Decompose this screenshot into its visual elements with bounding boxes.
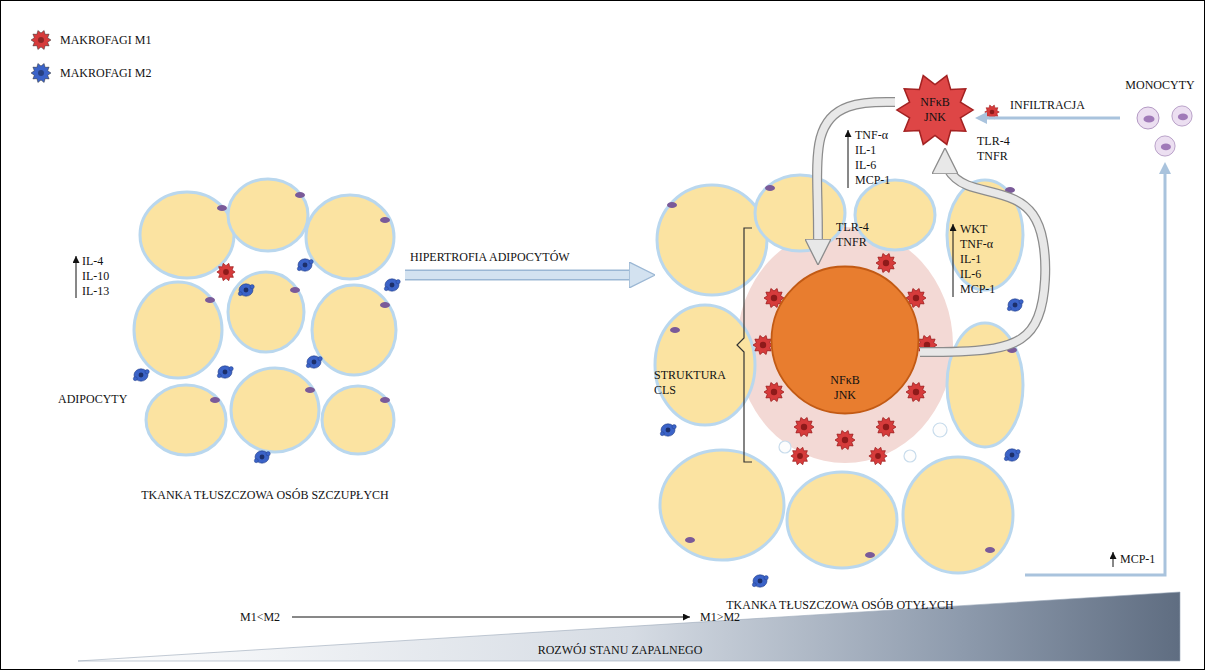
cell-label: MONOCYTY	[1120, 78, 1200, 93]
lean-adipocytes	[134, 179, 396, 455]
connector-line	[920, 162, 1045, 352]
increase-arrows	[76, 130, 1113, 567]
panel-heading: TKANKA TŁUSZCZOWA OSÓB SZCZUPŁYCH	[125, 488, 405, 503]
connector-outline	[405, 270, 641, 281]
monocyte-group: MONOCYTY	[1120, 78, 1200, 162]
connector	[405, 275, 641, 276]
cytokine-label: IL-13	[82, 284, 109, 299]
legend-swatch	[30, 62, 52, 84]
cytokine-label: TNF-α	[960, 237, 993, 252]
legend-entry: MAKROFAGI M2	[30, 62, 190, 86]
receptor-label: TNFR	[836, 235, 867, 250]
ratio-label: M1<M2	[240, 610, 280, 625]
pathway-label: NFκB JNK	[823, 373, 867, 403]
ratio-label: M1>M2	[700, 610, 740, 625]
pathway-label: NFκB JNK	[915, 95, 955, 125]
cytokine-label: IL-6	[855, 158, 876, 173]
connector-line	[1025, 168, 1165, 575]
dead-adipocyte: NFκB JNK	[770, 265, 920, 415]
macrophage-body	[897, 76, 973, 145]
cytokine-label: WKT	[960, 222, 987, 237]
lean-nuclei	[205, 192, 390, 403]
monocytes	[1137, 106, 1192, 156]
edge-label: INFILTRACJA	[1010, 98, 1085, 113]
connector	[1025, 168, 1165, 575]
cytokine-label: IL-1	[960, 252, 981, 267]
connector-line	[981, 117, 1120, 120]
receptor-label: TLR-4 TNFR	[977, 134, 1021, 164]
cytokine-label: MCP-1	[855, 173, 890, 188]
connector	[981, 118, 1120, 119]
lean-macrophages	[133, 259, 400, 463]
structure-label: STRUKTURA CLS	[654, 368, 730, 398]
receptor-label: TLR-4	[836, 220, 869, 235]
cls-bracket	[737, 228, 752, 462]
obese-tissue	[655, 175, 1023, 587]
connector	[920, 162, 1045, 352]
connector-line	[405, 271, 641, 279]
cytokine-label: IL-1	[855, 143, 876, 158]
adipocyte-body	[772, 267, 919, 414]
connector	[817, 102, 895, 251]
cytokine-label: MCP-1	[960, 282, 995, 297]
m1-macrophage: NFκB JNKTLR-4 TNFR	[895, 72, 975, 148]
legend-text: MAKROFAGI M1	[60, 33, 151, 48]
edge-label: MCP-1	[1120, 552, 1155, 567]
cell-label: ADIPOCYTY	[58, 392, 127, 407]
cytokine-label: TNF-α	[855, 128, 888, 143]
cytokine-label: IL-10	[82, 269, 109, 284]
cytokine-label: IL-6	[960, 267, 981, 282]
inflammation-scale	[78, 592, 1180, 661]
legend-text: MAKROFAGI M2	[60, 66, 151, 81]
legend-entry: MAKROFAGI M1	[30, 29, 190, 53]
connector-outline	[920, 162, 1045, 352]
scale-label: ROZWÓJ STANU ZAPALNEGO	[538, 643, 703, 658]
legend-swatch	[30, 29, 52, 51]
connector-line	[817, 102, 895, 251]
tissue-panel: TKANKA TŁUSZCZOWA OSÓB SZCZUPŁYCH	[125, 185, 405, 503]
edge-label: HIPERTROFIA ADIPOCYTÓW	[410, 250, 570, 265]
cytokine-label: IL-4	[82, 254, 103, 269]
connector-outline	[817, 102, 895, 251]
